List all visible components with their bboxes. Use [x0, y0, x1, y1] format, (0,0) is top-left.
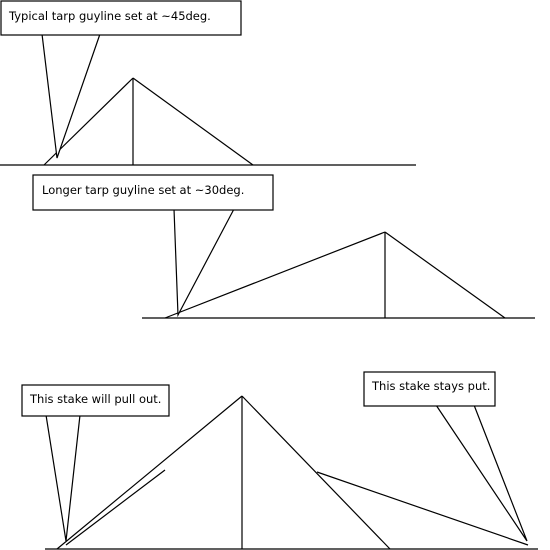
- tarp-left-side-3: [56, 395, 243, 550]
- tarp-side-1: [132, 77, 254, 166]
- short-guyline-left: [65, 469, 166, 546]
- callout-text-stays-put: This stake stays put.: [371, 379, 490, 393]
- callout-text-typical: Typical tarp guyline set at ~45deg.: [8, 9, 211, 23]
- callout-typical: Typical tarp guyline set at ~45deg.: [0, 0, 242, 159]
- callout-box-stays-put: [363, 371, 496, 407]
- long-guyline-right: [316, 471, 529, 546]
- callout-pointer-stays-put: [435, 404, 528, 542]
- callout-box-pull-out: [21, 384, 170, 417]
- callout-pull-out: This stake will pull out.: [21, 384, 170, 542]
- guyline-2: [164, 231, 386, 319]
- tarp-side-2: [384, 231, 506, 319]
- callout-box-longer: [32, 174, 274, 211]
- callout-box-typical: [0, 0, 242, 36]
- callout-longer: Longer tarp guyline set at ~30deg.: [32, 174, 274, 318]
- callout-text-longer: Longer tarp guyline set at ~30deg.: [42, 183, 244, 197]
- callout-pointer-pull-out: [45, 414, 81, 542]
- comparison-figure: [45, 395, 538, 550]
- callout-pointer-typical: [41, 33, 101, 159]
- callout-text-pull-out: This stake will pull out.: [29, 392, 161, 406]
- callout-pointer-longer: [173, 208, 235, 318]
- longer-tarp-figure: [142, 231, 535, 319]
- tarp-right-side-3: [241, 395, 391, 550]
- callout-stays-put: This stake stays put.: [363, 371, 528, 542]
